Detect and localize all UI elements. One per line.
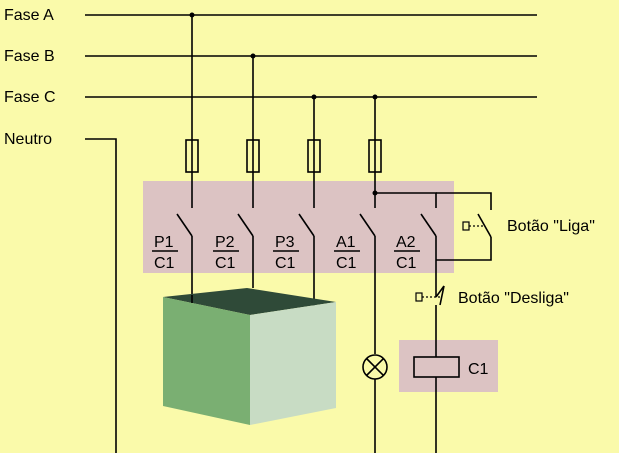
contact-label-5-bottom: C1: [396, 255, 417, 272]
feeder-3: [298, 97, 321, 307]
motor-side-face: [250, 302, 336, 425]
contact-label-1: P1 C1: [152, 234, 178, 272]
contact-label-2-bottom: C1: [215, 255, 236, 272]
coil-label: C1: [468, 361, 489, 378]
feeder-1: [176, 15, 199, 295]
button-on-label: Botão "Liga": [507, 218, 595, 235]
contact-label-4-bottom: C1: [336, 255, 357, 272]
button-on-contact: [477, 213, 492, 238]
contact-label-1-bottom: C1: [154, 255, 175, 272]
phase-a-label: Fase A: [4, 7, 54, 24]
contact-label-1-top: P1: [154, 234, 174, 251]
motor-icon: [163, 288, 336, 425]
contact-label-3-top: P3: [275, 234, 295, 251]
feeder-2: [237, 56, 260, 288]
contactor-box: [143, 181, 454, 273]
neutral-line: [85, 138, 117, 453]
phase-c-label: Fase C: [4, 89, 56, 106]
button-off-contact: [435, 285, 445, 298]
control-circuit: [375, 192, 492, 453]
contact-switch-2: [237, 213, 254, 237]
motor-front-face: [163, 297, 250, 425]
contact-switch-4: [359, 213, 376, 237]
phase-b-label: Fase B: [4, 48, 55, 65]
contact-switch-1: [176, 213, 193, 237]
feeder-4: [359, 97, 388, 453]
contact-label-3: P3 C1: [273, 234, 299, 272]
contact-switch-3: [298, 213, 315, 237]
contact-label-2-top: P2: [215, 234, 235, 251]
contact-label-3-bottom: C1: [275, 255, 296, 272]
coil-box: [399, 340, 498, 392]
contact-label-4-top: A1: [336, 234, 356, 251]
contact-switch-5: [420, 213, 437, 237]
neutral-label: Neutro: [4, 131, 52, 148]
contact-label-2: P2 C1: [213, 234, 239, 272]
motor-top-face: [163, 288, 336, 315]
contact-label-4: A1 C1: [334, 234, 360, 272]
contact-label-5-top: A2: [396, 234, 416, 251]
contact-label-5: A2 C1: [394, 234, 420, 272]
button-off-label: Botão "Desliga": [458, 290, 569, 307]
